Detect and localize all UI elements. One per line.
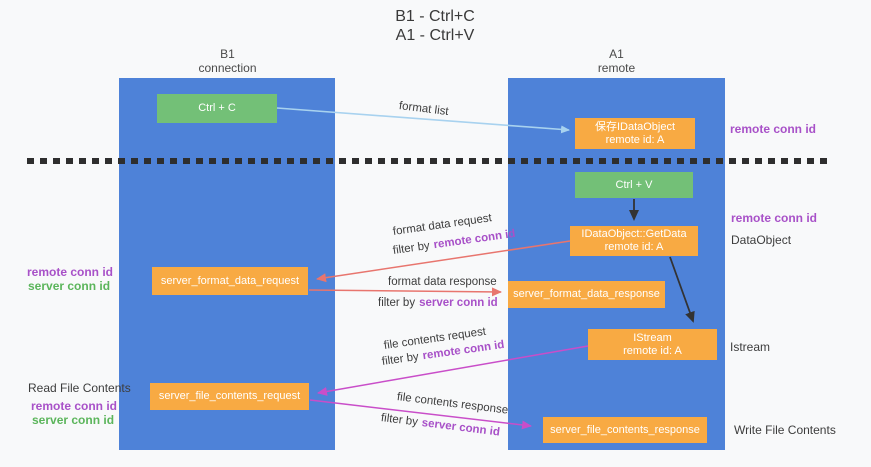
istream-node: IStream remote id: A xyxy=(588,329,717,360)
filter-by-text: filter by xyxy=(381,350,420,368)
filter-by-text: filter by xyxy=(380,412,419,429)
title-line-1: B1 - Ctrl+C xyxy=(395,8,475,25)
filter-by-text: filter by xyxy=(378,297,416,309)
server-file-contents-request-node: server_file_contents_request xyxy=(150,383,309,410)
server-file-contents-response-node: server_file_contents_response xyxy=(543,417,707,443)
format-data-response-arrow-label: format data response xyxy=(388,276,497,288)
idataobject-getdata-node: IDataObject::GetData remote id: A xyxy=(570,226,698,256)
saved-dataobject-line1: 保存IDataObject xyxy=(594,120,676,133)
server-file-contents-request-label: server_file_contents_request xyxy=(158,390,301,402)
file-contents-response-arrow-label: file contents response xyxy=(396,391,509,417)
format-data-response-arrow xyxy=(308,287,502,297)
remote-conn-id-label-mid-left: remote conn id xyxy=(27,265,114,279)
getdata-line2: remote id: A xyxy=(604,241,664,253)
remote-conn-id-label-mid-right: remote conn id xyxy=(731,211,818,225)
right-column-role: remote xyxy=(597,61,636,75)
server-conn-id-text: server conn id xyxy=(419,297,498,309)
title-line-2: A1 - Ctrl+V xyxy=(395,27,475,44)
server-file-contents-response-label: server_file_contents_response xyxy=(550,423,700,436)
format-list-arrow-label: format list xyxy=(398,100,450,119)
ctrl-v-node: Ctrl + V xyxy=(575,172,693,198)
server-format-data-response-label: server_format_data_response xyxy=(513,288,660,300)
ctrl-c-label: Ctrl + C xyxy=(198,102,236,114)
server-format-data-request-label: server_format_data_request xyxy=(160,274,300,287)
left-column-name: B1 xyxy=(220,47,235,61)
server-conn-id-label-bottom-left: server conn id xyxy=(32,413,115,427)
saved-dataobject-node: 保存IDataObject remote id: A xyxy=(575,118,695,149)
istream-line1: IStream xyxy=(633,331,672,344)
ctrl-c-node: Ctrl + C xyxy=(157,94,277,123)
right-column-name: A1 xyxy=(609,47,624,61)
istream-side-label: Istream xyxy=(730,340,771,354)
remote-conn-id-text: remote conn id xyxy=(432,227,517,252)
left-column-role: connection xyxy=(198,61,257,75)
saved-dataobject-line2: remote id: A xyxy=(605,133,665,146)
ctrl-v-label: Ctrl + V xyxy=(615,178,653,191)
dashed-divider-line xyxy=(27,158,830,164)
server-format-data-request-node: server_format_data_request xyxy=(152,267,308,295)
getdata-line1: IDataObject::GetData xyxy=(581,228,687,240)
right-column-header: A1 remote xyxy=(508,47,725,75)
remote-conn-id-label-bottom-left: remote conn id xyxy=(31,399,118,413)
server-conn-id-label-mid-left: server conn id xyxy=(28,279,111,293)
server-conn-id-text: server conn id xyxy=(421,417,501,439)
write-file-contents-label: Write File Contents xyxy=(734,423,836,437)
read-file-contents-label: Read File Contents xyxy=(28,381,131,395)
server-format-data-response-node: server_format_data_response xyxy=(508,281,665,308)
dataobject-label: DataObject xyxy=(731,233,792,247)
left-column-header: B1 connection xyxy=(120,47,335,75)
filter-by-text: filter by xyxy=(392,239,431,257)
istream-line2: remote id: A xyxy=(623,344,682,357)
diagram-title: B1 - Ctrl+C A1 - Ctrl+V xyxy=(300,7,570,45)
remote-conn-id-label-top-right: remote conn id xyxy=(730,122,817,136)
